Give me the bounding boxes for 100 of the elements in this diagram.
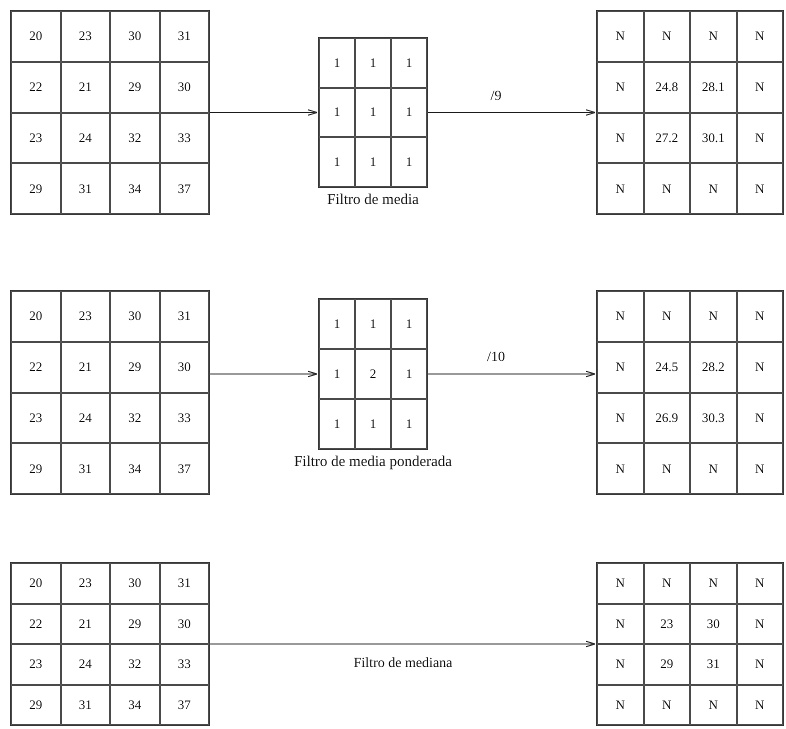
matrix-cell: 23: [60, 11, 110, 62]
matrix-cell: N: [736, 291, 783, 342]
matrix-cell: N: [597, 291, 644, 342]
matrix-cell: 37: [160, 684, 209, 725]
matrix-cell: 1: [355, 299, 391, 349]
matrix-cell: N: [736, 112, 783, 164]
matrix-cell: 1: [319, 137, 355, 187]
matrix-cell: 29: [11, 163, 60, 214]
matrix-cell: N: [597, 11, 644, 62]
matrix-cell: N: [644, 291, 690, 342]
matrix-cell: 1: [355, 137, 391, 187]
matrix-cell: N: [736, 342, 783, 392]
matrix-cell: 31: [60, 163, 110, 214]
matrix-cell: 26.9: [644, 392, 690, 444]
matrix-cell: 37: [160, 163, 209, 214]
matrix-cell: 30: [160, 604, 209, 644]
matrix-cell: 1: [355, 38, 391, 88]
matrix-cell: 24: [60, 392, 110, 444]
matrix-cell: N: [597, 443, 644, 494]
matrix-cell: 30: [110, 291, 160, 342]
matrix-cell: N: [597, 163, 644, 214]
matrix-cell: 29: [110, 62, 160, 112]
matrix-cell: 1: [391, 38, 427, 88]
matrix-cell: N: [597, 342, 644, 392]
filter-caption: Filtro de media ponderada: [293, 454, 453, 471]
matrix-cell: 1: [319, 349, 355, 399]
matrix-cell: N: [597, 563, 644, 604]
matrix-cell: N: [597, 604, 644, 644]
matrix-cell: 1: [391, 399, 427, 449]
matrix-cell: 21: [60, 342, 110, 392]
matrix-cell: 30: [110, 563, 160, 604]
matrix-cell: 21: [60, 604, 110, 644]
matrix-cell: N: [597, 62, 644, 112]
matrix-cell: 23: [11, 392, 60, 444]
matrix-cell: N: [597, 684, 644, 725]
matrix-cell: 24: [60, 112, 110, 164]
matrix-cell: N: [736, 11, 783, 62]
matrix-cell: 20: [11, 291, 60, 342]
matrix-cell: 1: [391, 88, 427, 138]
matrix-cell: 31: [160, 291, 209, 342]
matrix-cell: 30: [690, 604, 736, 644]
matrix-cell: 23: [644, 604, 690, 644]
matrix-cell: 22: [11, 62, 60, 112]
matrix-cell: 20: [11, 11, 60, 62]
arrow: [210, 640, 596, 648]
matrix-cell: 29: [110, 342, 160, 392]
matrix-cell: 23: [11, 644, 60, 684]
matrix-cell: 31: [60, 443, 110, 494]
matrix-cell: N: [690, 291, 736, 342]
matrix-cell: 24.8: [644, 62, 690, 112]
matrix-grid: [318, 37, 428, 188]
matrix-cell: 28.2: [690, 342, 736, 392]
matrix-cell: N: [644, 163, 690, 214]
matrix-cell: N: [644, 11, 690, 62]
matrix-cell: 32: [110, 112, 160, 164]
matrix-cell: 1: [319, 299, 355, 349]
matrix-cell: 30: [110, 11, 160, 62]
matrix-cell: 32: [110, 392, 160, 444]
matrix-cell: 30.1: [690, 112, 736, 164]
matrix-cell: 1: [319, 38, 355, 88]
arrow: [428, 109, 596, 116]
matrix-cell: N: [736, 684, 783, 725]
matrix-grid: [596, 10, 784, 215]
matrix-cell: 24.5: [644, 342, 690, 392]
matrix-cell: 33: [160, 644, 209, 684]
matrix-cell: 31: [690, 644, 736, 684]
matrix-cell: 1: [391, 137, 427, 187]
matrix-cell: 31: [160, 563, 209, 604]
matrix-cell: 27.2: [644, 112, 690, 164]
matrix-cell: N: [644, 563, 690, 604]
matrix-cell: N: [597, 112, 644, 164]
matrix-cell: 29: [110, 604, 160, 644]
matrix-cell: N: [690, 163, 736, 214]
matrix-cell: N: [736, 392, 783, 444]
matrix-cell: N: [644, 443, 690, 494]
matrix-cell: 34: [110, 163, 160, 214]
matrix-cell: 30: [160, 62, 209, 112]
matrix-cell: N: [736, 644, 783, 684]
matrix-cell: 34: [110, 684, 160, 725]
arrow: [210, 109, 318, 116]
matrix-cell: N: [690, 11, 736, 62]
matrix-cell: N: [690, 684, 736, 725]
matrix-cell: N: [736, 163, 783, 214]
matrix-cell: 29: [644, 644, 690, 684]
matrix-cell: 23: [60, 563, 110, 604]
matrix-cell: N: [597, 644, 644, 684]
matrix-cell: N: [690, 563, 736, 604]
matrix-cell: 1: [391, 349, 427, 399]
matrix-cell: 22: [11, 604, 60, 644]
matrix-cell: 1: [319, 88, 355, 138]
matrix-cell: 1: [391, 299, 427, 349]
matrix-grid: [596, 290, 784, 495]
filter-caption: Filtro de media: [326, 192, 420, 209]
matrix-cell: 31: [160, 11, 209, 62]
matrix-cell: 28.1: [690, 62, 736, 112]
matrix-cell: 30.3: [690, 392, 736, 444]
matrix-cell: N: [597, 392, 644, 444]
matrix-cell: 23: [11, 112, 60, 164]
matrix-cell: 33: [160, 392, 209, 444]
matrix-cell: 32: [110, 644, 160, 684]
